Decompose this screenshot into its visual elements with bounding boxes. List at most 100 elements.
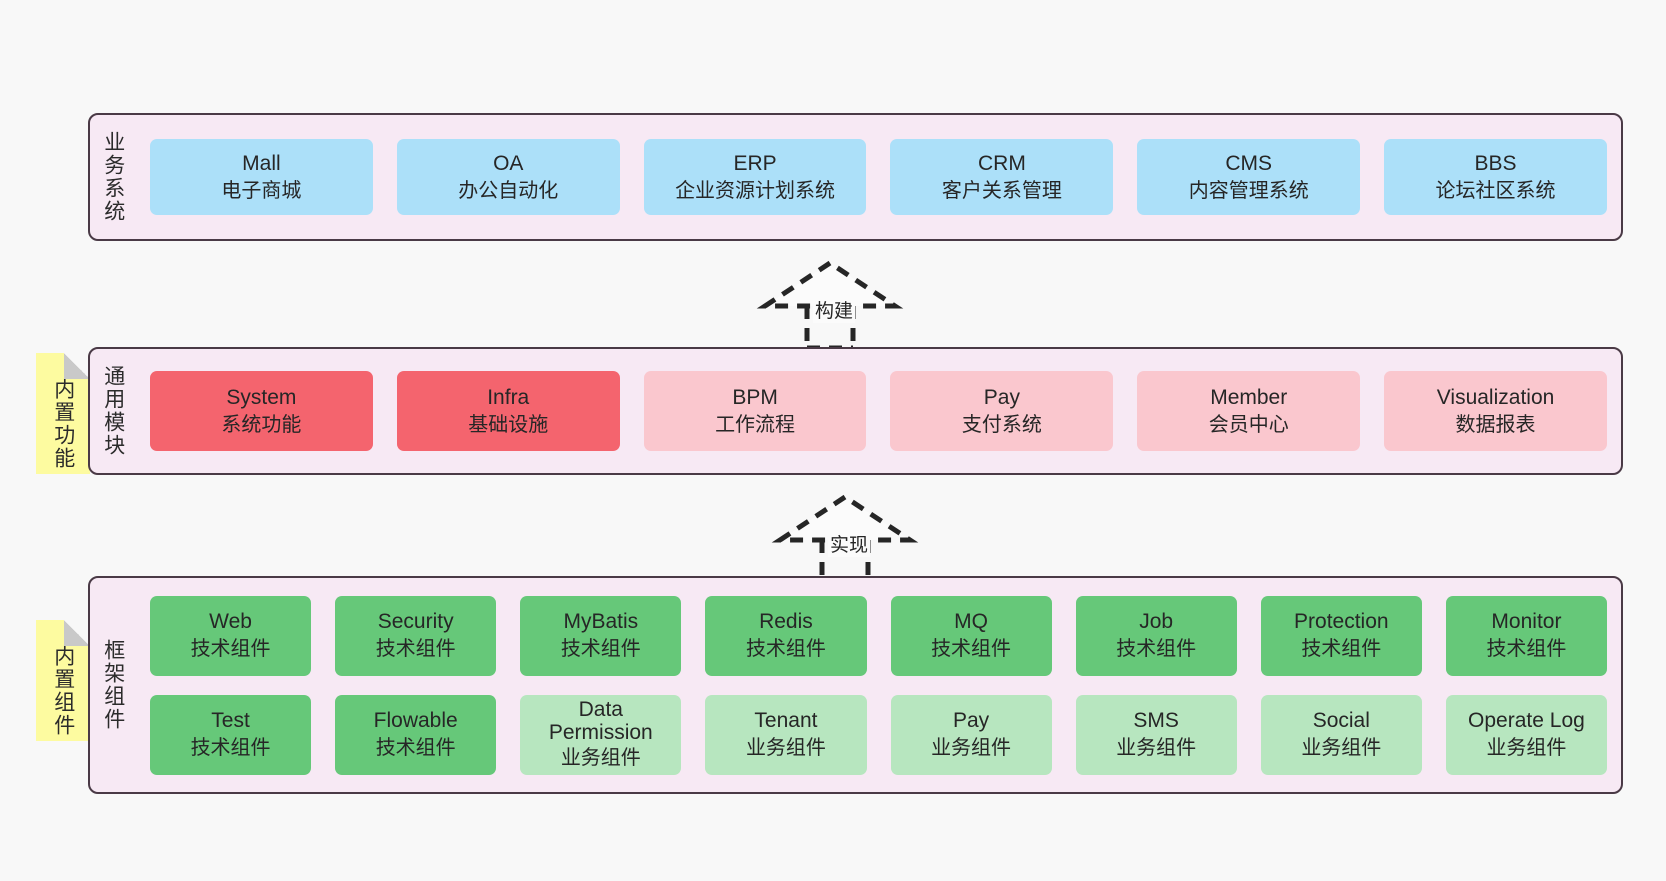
card-mall-cn: 电子商城: [221, 179, 302, 202]
card-flowable-en: Flowable: [373, 709, 458, 733]
card-sms[interactable]: SMS 业务组件: [1075, 694, 1237, 775]
card-bpm[interactable]: BPM 工作流程: [643, 371, 867, 451]
card-test-cn: 技术组件: [190, 737, 271, 760]
card-erp-en: ERP: [733, 151, 777, 175]
card-pay-module-cn: 支付系统: [961, 413, 1042, 436]
card-crm-en: CRM: [977, 151, 1026, 175]
card-flowable[interactable]: Flowable 技术组件: [335, 694, 497, 775]
business-card-row: Mall 电子商城 OA 办公自动化 ERP 企业资源计划系统 CRM 客户关系…: [150, 139, 1607, 215]
card-erp[interactable]: ERP 企业资源计划系统: [643, 139, 867, 215]
card-pay-component-cn: 业务组件: [931, 737, 1012, 760]
card-social-cn: 业务组件: [1301, 737, 1382, 760]
note-builtin-component: 内置组件: [36, 620, 90, 741]
layer-business-systems: 业务系统 Mall 电子商城 OA 办公自动化 ERP 企业资源计划系统 CRM: [88, 113, 1623, 241]
layer-framework-body: Web 技术组件 Security 技术组件 MyBatis 技术组件 Redi…: [136, 578, 1621, 792]
card-oa[interactable]: OA 办公自动化: [396, 139, 620, 215]
card-sms-cn: 业务组件: [1116, 737, 1197, 760]
card-cms-en: CMS: [1225, 151, 1273, 175]
card-mybatis-en: MyBatis: [563, 610, 639, 634]
card-web[interactable]: Web 技术组件: [150, 595, 312, 676]
card-social-en: Social: [1312, 709, 1370, 733]
card-protection-cn: 技术组件: [1301, 638, 1382, 661]
card-visualization-cn: 数据报表: [1455, 413, 1536, 436]
card-test[interactable]: Test 技术组件: [150, 694, 312, 775]
card-redis[interactable]: Redis 技术组件: [705, 595, 867, 676]
card-security[interactable]: Security 技术组件: [335, 595, 497, 676]
layer-business-body: Mall 电子商城 OA 办公自动化 ERP 企业资源计划系统 CRM 客户关系…: [136, 115, 1621, 239]
card-operate-log-cn: 业务组件: [1486, 737, 1567, 760]
card-mq-en: MQ: [954, 610, 988, 634]
card-operate-log[interactable]: Operate Log 业务组件: [1445, 694, 1607, 775]
card-sms-en: SMS: [1133, 709, 1179, 733]
card-mall-en: Mall: [242, 151, 281, 175]
card-data-permission-en: Data Permission: [548, 697, 653, 745]
card-erp-cn: 企业资源计划系统: [675, 179, 836, 202]
card-cms[interactable]: CMS 内容管理系统: [1137, 139, 1361, 215]
card-pay-component-en: Pay: [952, 709, 990, 733]
card-crm[interactable]: CRM 客户关系管理: [890, 139, 1114, 215]
note-builtin-function-text: 内置功能: [51, 377, 75, 470]
card-protection[interactable]: Protection 技术组件: [1260, 595, 1422, 676]
card-bbs[interactable]: BBS 论坛社区系统: [1384, 139, 1607, 215]
card-social[interactable]: Social 业务组件: [1260, 694, 1422, 775]
card-security-cn: 技术组件: [375, 638, 456, 661]
layer-business-title: 业务系统: [101, 131, 125, 223]
card-system[interactable]: System 系统功能: [150, 371, 373, 451]
card-member-cn: 会员中心: [1208, 413, 1289, 436]
card-mybatis[interactable]: MyBatis 技术组件: [520, 595, 682, 676]
card-cms-cn: 内容管理系统: [1188, 179, 1309, 202]
card-job[interactable]: Job 技术组件: [1075, 595, 1237, 676]
note-builtin-function: 内置功能: [36, 353, 90, 474]
card-system-en: System: [226, 385, 297, 409]
card-infra-en: Infra: [487, 385, 530, 409]
layer-framework-components: 框架组件 Web 技术组件 Security 技术组件 MyBatis 技术组件…: [88, 576, 1623, 794]
card-monitor-en: Monitor: [1491, 610, 1562, 634]
card-crm-cn: 客户关系管理: [941, 179, 1062, 202]
card-data-permission-cn: 业务组件: [560, 746, 641, 769]
card-tenant[interactable]: Tenant 业务组件: [705, 694, 867, 775]
layer-common-title: 通用模块: [101, 365, 125, 457]
card-web-cn: 技术组件: [190, 638, 271, 661]
card-bpm-cn: 工作流程: [715, 413, 796, 436]
card-pay-module[interactable]: Pay 支付系统: [890, 371, 1114, 451]
card-visualization-en: Visualization: [1436, 385, 1555, 409]
card-mall[interactable]: Mall 电子商城: [150, 139, 373, 215]
card-job-en: Job: [1139, 610, 1174, 634]
card-tenant-cn: 业务组件: [745, 737, 826, 760]
card-redis-cn: 技术组件: [745, 638, 826, 661]
connector-build-label: 构建: [813, 296, 856, 323]
card-protection-en: Protection: [1294, 610, 1389, 634]
card-monitor[interactable]: Monitor 技术组件: [1445, 595, 1607, 676]
connector-implement: 实现: [760, 492, 960, 585]
card-test-en: Test: [211, 709, 250, 733]
connector-build: 构建: [745, 258, 945, 351]
note-builtin-component-text: 内置组件: [51, 644, 75, 737]
card-monitor-cn: 技术组件: [1486, 638, 1567, 661]
card-data-permission[interactable]: Data Permission 业务组件: [520, 694, 682, 775]
framework-row-business: Test 技术组件 Flowable 技术组件 Data Permission …: [150, 694, 1607, 775]
card-infra-cn: 基础设施: [468, 413, 549, 436]
layer-common-modules: 通用模块 System 系统功能 Infra 基础设施 BPM 工作流程 Pay: [88, 347, 1623, 475]
card-pay-component[interactable]: Pay 业务组件: [890, 694, 1052, 775]
layer-common-body: System 系统功能 Infra 基础设施 BPM 工作流程 Pay 支付系统…: [136, 349, 1621, 473]
card-bbs-cn: 论坛社区系统: [1435, 179, 1556, 202]
card-job-cn: 技术组件: [1116, 638, 1197, 661]
card-security-en: Security: [377, 610, 454, 634]
card-web-en: Web: [209, 610, 252, 634]
card-infra[interactable]: Infra 基础设施: [396, 371, 620, 451]
card-mq[interactable]: MQ 技术组件: [890, 595, 1052, 676]
card-member-en: Member: [1210, 385, 1288, 409]
card-flowable-cn: 技术组件: [375, 737, 456, 760]
card-member[interactable]: Member 会员中心: [1137, 371, 1361, 451]
card-visualization[interactable]: Visualization 数据报表: [1384, 371, 1607, 451]
card-operate-log-en: Operate Log: [1468, 709, 1585, 733]
card-bpm-en: BPM: [732, 385, 778, 409]
card-oa-en: OA: [493, 151, 524, 175]
layer-framework-title: 框架组件: [101, 639, 125, 731]
framework-row-technical: Web 技术组件 Security 技术组件 MyBatis 技术组件 Redi…: [150, 595, 1607, 676]
connector-implement-label: 实现: [828, 530, 871, 557]
card-tenant-en: Tenant: [754, 709, 818, 733]
card-mybatis-cn: 技术组件: [560, 638, 641, 661]
card-pay-module-en: Pay: [983, 385, 1020, 409]
